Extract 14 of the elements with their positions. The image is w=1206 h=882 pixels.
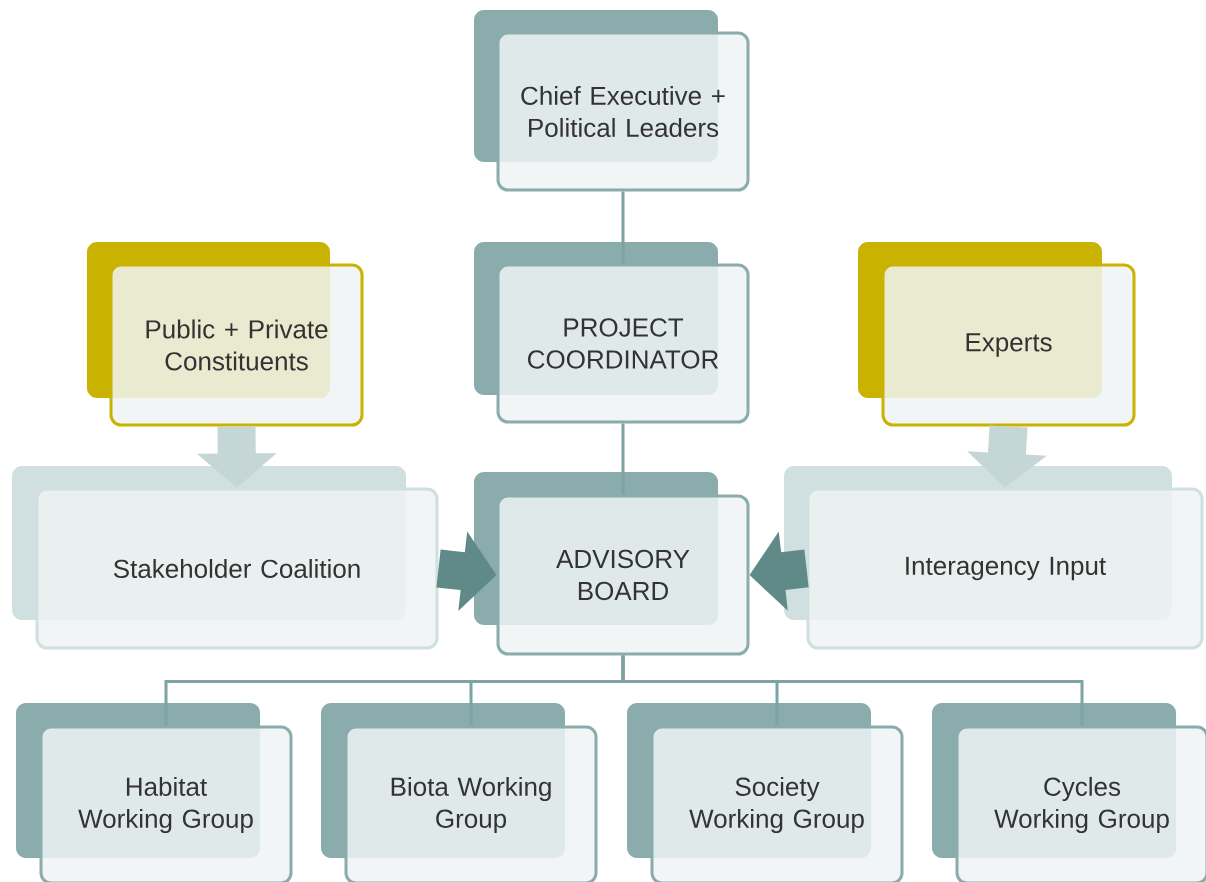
connector-line [621,423,625,495]
org-box: ADVISORY BOARD [474,472,750,656]
org-box: Biota Working Group [321,703,598,882]
org-box: Public + Private Constituents [87,242,364,427]
connector-line [621,655,1084,726]
org-box: PROJECT COORDINATOR [474,242,750,424]
org-box: Stakeholder Coalition [12,466,439,650]
org-box: Cycles Working Group [932,703,1206,882]
connector-line [621,191,625,264]
org-box: Habitat Working Group [16,703,293,882]
org-box: Experts [858,242,1136,427]
org-box: Interagency Input [784,466,1204,650]
org-box: Chief Executive + Political Leaders [474,10,750,192]
org-box: Society Working Group [627,703,904,882]
